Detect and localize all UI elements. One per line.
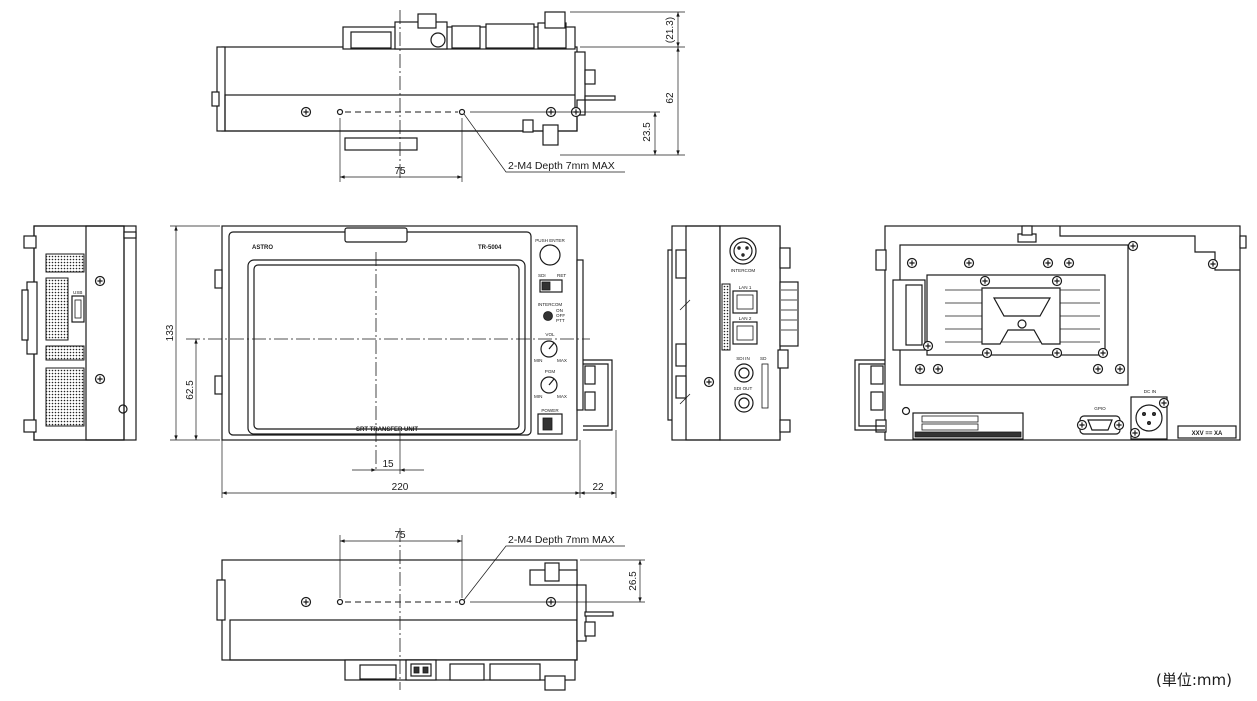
pgm-label: PGM [545, 369, 556, 374]
intercom-on: ON [556, 308, 563, 313]
dim-bottom-hole-pitch: 75 [394, 530, 406, 541]
push-enter-label: PUSH ENTER [535, 238, 565, 243]
front-label: SRT TRANSFER UNIT [356, 427, 418, 433]
callout-top-holes: 2-M4 Depth 7mm MAX [508, 160, 615, 172]
pgm-min: MIN [534, 394, 542, 399]
rs-sd-label: SD [760, 356, 767, 361]
dim-front-width: 220 [392, 482, 409, 493]
rs-lan1-label: LAN 1 [739, 285, 752, 290]
dim-bottom-hole-height: 26.5 [628, 571, 639, 591]
vol-min: MIN [534, 358, 542, 363]
callout-bottom-holes: 2-M4 Depth 7mm MAX [508, 534, 615, 546]
left-side-view: USB [21, 225, 137, 441]
dim-front-height: 133 [165, 324, 176, 341]
rs-lan2-label: LAN 2 [739, 316, 752, 321]
rear-dc-in-label: DC IN [1144, 389, 1157, 394]
dim-front-center-height: 62.5 [185, 380, 196, 400]
dim-front-center-offset: 15 [382, 459, 394, 470]
dim-front-side-protrusion: 22 [592, 482, 604, 493]
unit-note: (単位:mm) [1156, 671, 1232, 689]
dim-top-hole-pitch: 75 [394, 166, 406, 177]
rs-intercom-label: INTERCOM [731, 268, 756, 273]
vol-max: MAX [557, 358, 567, 363]
dim-top-hole-height: 23.5 [642, 122, 653, 142]
rear-gpio-label: GPIO [1094, 406, 1106, 411]
pgm-max: MAX [557, 394, 567, 399]
intercom-label: INTERCOM [538, 302, 563, 307]
sdi-switch-right-label: RET [557, 273, 566, 278]
bottom-view: 75 2-M4 Depth 7mm MAX 26.5 [216, 528, 645, 691]
power-label: POWER [541, 408, 559, 413]
front-model: TR-5004 [478, 245, 502, 251]
right-side-view: INTERCOM LAN 1 LAN 2 SDI IN SDI OUT SD [667, 225, 799, 441]
vol-label: VOL [545, 332, 555, 337]
intercom-ptt: PTT [556, 318, 565, 323]
rear-plate-label: XXV == XA [1192, 431, 1223, 437]
sdi-switch-left-label: SDI [538, 273, 546, 278]
rs-sdi-out-label: SDI OUT [734, 386, 753, 391]
side-usb-label: USB [73, 290, 82, 295]
dim-top-protrusion: (21.3) [665, 17, 676, 43]
top-view: (21.3) 62 23.5 75 2-M4 Depth 7mm MAX [211, 10, 685, 182]
dim-top-height-total: 62 [665, 92, 676, 104]
intercom-off: OFF [556, 313, 565, 318]
rear-view: GPIO DC IN XXV == XA [854, 225, 1247, 441]
front-brand: ASTRO [252, 245, 273, 251]
front-view: ASTRO TR-5004 SRT TRANSFER UNIT PUSH ENT… [165, 225, 617, 498]
rs-sdi-in-label: SDI IN [736, 356, 750, 361]
